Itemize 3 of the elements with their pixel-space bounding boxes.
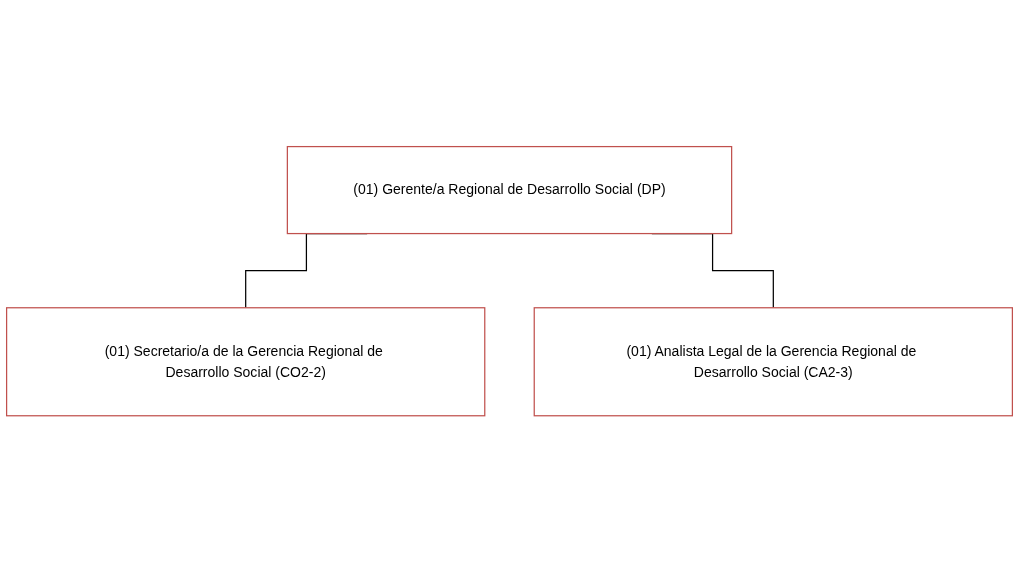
node-box: (01) Gerente/a Regional de Desarrollo Social (DP) — [286, 146, 733, 235]
node-box: (01) Secretario/a de la Gerencia Regional de Desarrollo Social (CO2-2) — [6, 307, 486, 417]
node-box: (01) Analista Legal de la Gerencia Regional de Desarrollo Social (CA2-3) — [533, 307, 1013, 417]
